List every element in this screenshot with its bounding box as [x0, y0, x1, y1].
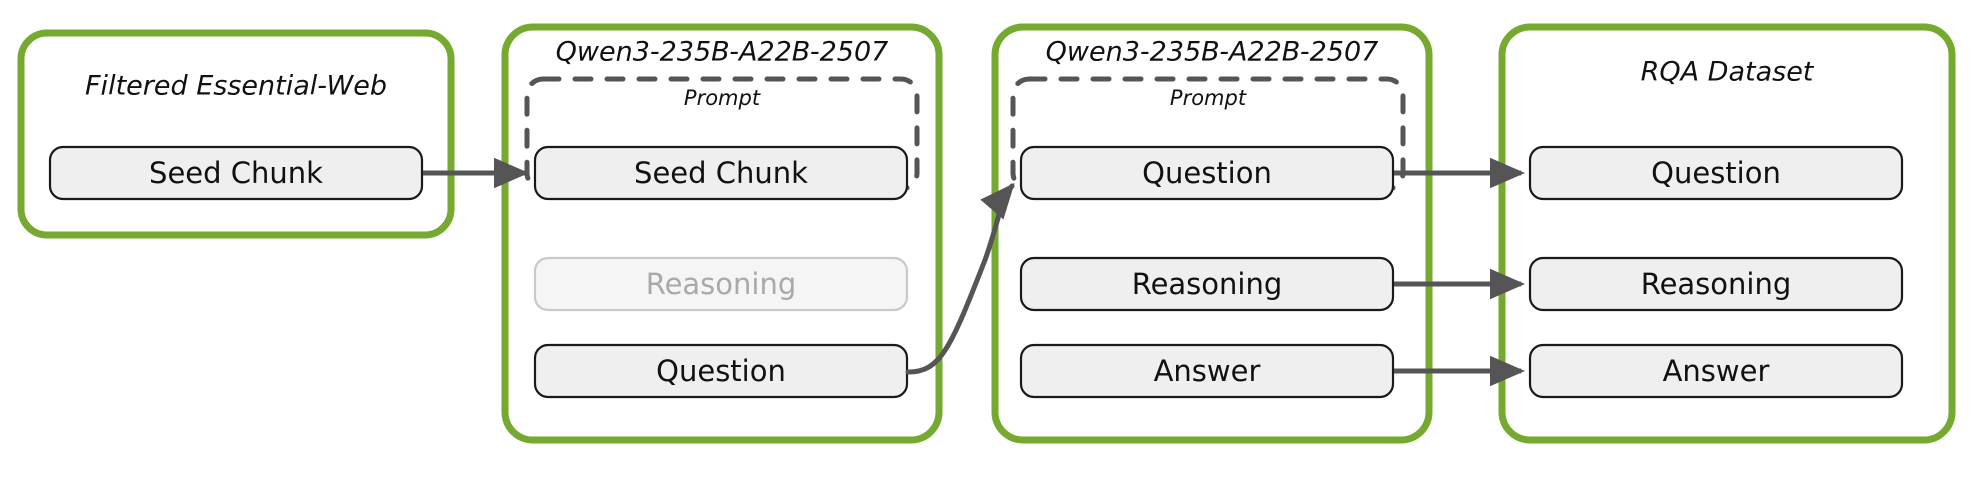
- panel-qwen-stage-1: Qwen3-235B-A22B-2507 Prompt Seed Chunk R…: [501, 23, 943, 444]
- node-seed-chunk[interactable]: Seed Chunk: [48, 145, 424, 201]
- panel-title: RQA Dataset: [1641, 57, 1815, 88]
- panel-filtered-essential-web: Filtered Essential-Web Seed Chunk: [17, 29, 455, 239]
- panel-title: Qwen3-235B-A22B-2507: [1046, 37, 1379, 68]
- node-label: Reasoning: [646, 267, 797, 301]
- node-label: Question: [1651, 156, 1781, 190]
- node-label: Seed Chunk: [634, 156, 808, 190]
- node-box[interactable]: [1019, 256, 1395, 312]
- node-reasoning-muted[interactable]: Reasoning: [533, 256, 909, 312]
- node-box[interactable]: [1019, 145, 1395, 201]
- node-box[interactable]: [533, 145, 909, 201]
- prompt-label: Prompt: [684, 86, 761, 110]
- node-box[interactable]: [1019, 343, 1395, 399]
- prompt-dashed-border: [1010, 76, 1406, 192]
- prompt-label: Prompt: [1170, 86, 1247, 110]
- panel-title: Filtered Essential-Web: [85, 71, 387, 102]
- node-dataset-answer[interactable]: Answer: [1528, 343, 1904, 399]
- node-reasoning-out[interactable]: Reasoning: [1019, 256, 1395, 312]
- panel-qwen-stage-2: Qwen3-235B-A22B-2507 Prompt Question Rea…: [991, 23, 1433, 444]
- prompt-group: Prompt Question: [1010, 76, 1406, 201]
- node-answer-out[interactable]: Answer: [1019, 343, 1395, 399]
- node-label: Answer: [1663, 354, 1770, 388]
- node-box[interactable]: [48, 145, 424, 201]
- panel-title: Qwen3-235B-A22B-2507: [556, 37, 889, 68]
- node-label: Seed Chunk: [149, 156, 323, 190]
- panel-border: [17, 29, 455, 239]
- node-question-out[interactable]: Question: [533, 343, 909, 399]
- node-dataset-question[interactable]: Question: [1528, 145, 1904, 201]
- node-label: Question: [656, 354, 786, 388]
- edges-layer: [423, 157, 1526, 387]
- node-dataset-reasoning[interactable]: Reasoning: [1528, 256, 1904, 312]
- node-box[interactable]: [1528, 343, 1904, 399]
- node-box[interactable]: [1528, 256, 1904, 312]
- prompt-group: Prompt Seed Chunk: [524, 76, 920, 201]
- node-label: Reasoning: [1132, 267, 1283, 301]
- node-prompt-question[interactable]: Question: [1019, 145, 1395, 201]
- node-prompt-seed-chunk[interactable]: Seed Chunk: [533, 145, 909, 201]
- node-box[interactable]: [1528, 145, 1904, 201]
- node-label: Answer: [1154, 354, 1261, 388]
- panel-rqa-dataset: RQA Dataset Question Reasoning Answer: [1498, 23, 1956, 444]
- edge-question-to-prompt-question: [905, 182, 1015, 375]
- prompt-dashed-border: [524, 76, 920, 192]
- panel-border: [1498, 23, 1956, 444]
- node-label: Reasoning: [1641, 267, 1792, 301]
- node-label: Question: [1142, 156, 1272, 190]
- node-box[interactable]: [533, 256, 909, 312]
- panel-border: [501, 23, 943, 444]
